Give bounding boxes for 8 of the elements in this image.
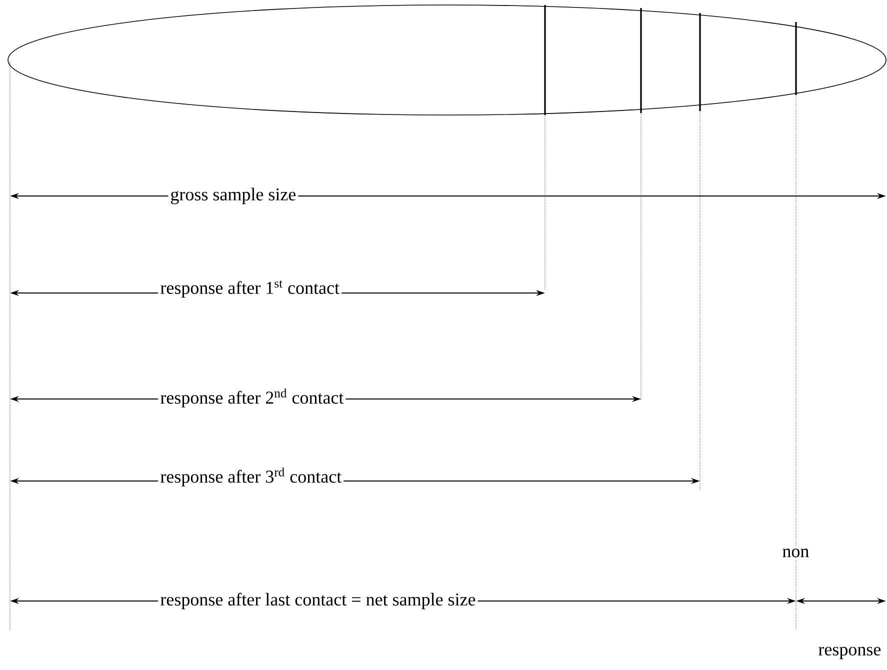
dimension-label: response after 2$^{nd}$ contact xyxy=(158,386,346,410)
dimension-label: gross sample size xyxy=(168,186,298,206)
dimension-label: response after 3$^{rd}$ contact xyxy=(158,466,344,488)
dimension-label: response xyxy=(816,644,884,662)
dimension-label: response after last contact = net sample size xyxy=(158,590,478,612)
dimension-label: response after 1$^{st}$ contact xyxy=(158,278,342,300)
dimension-label: non xyxy=(780,546,812,560)
sample-ellipse xyxy=(8,4,886,116)
